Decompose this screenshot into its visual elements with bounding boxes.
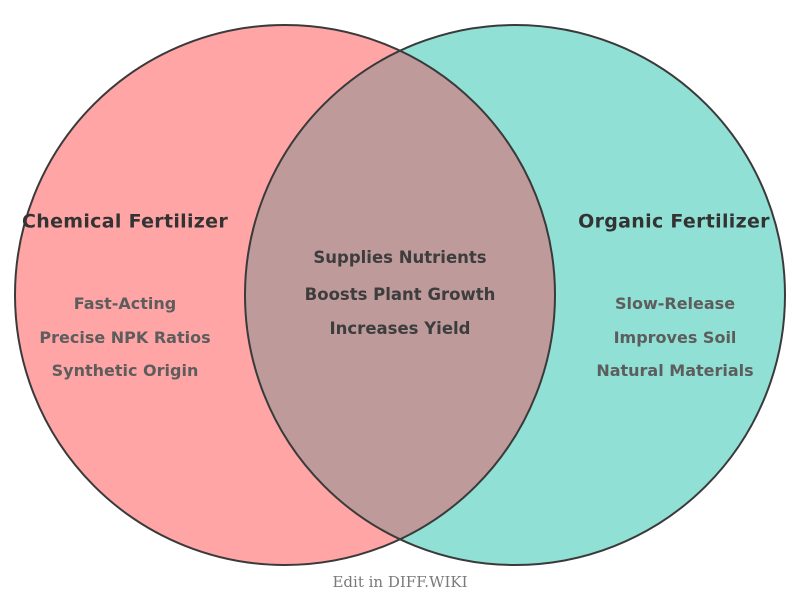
- overlap-item-1: Supplies Nutrients: [313, 247, 487, 267]
- right-circle-title: Organic Fertilizer: [578, 210, 770, 233]
- right-item-2: Improves Soil: [613, 328, 737, 347]
- left-circle-title: Chemical Fertilizer: [22, 210, 228, 233]
- overlap-region-fill: [245, 50, 555, 540]
- overlap-item-3: Increases Yield: [329, 318, 471, 338]
- edit-in-diffwiki-link[interactable]: Edit in DIFF.WIKI: [332, 573, 468, 591]
- overlap-item-2: Boosts Plant Growth: [304, 284, 496, 304]
- right-item-1: Slow-Release: [614, 294, 736, 313]
- right-circle-outline: [244, 24, 786, 566]
- left-item-1: Fast-Acting: [73, 294, 177, 313]
- right-item-3: Natural Materials: [596, 361, 754, 380]
- left-item-3: Synthetic Origin: [51, 361, 199, 380]
- left-item-2: Precise NPK Ratios: [39, 328, 211, 347]
- left-circle-outline: [14, 24, 556, 566]
